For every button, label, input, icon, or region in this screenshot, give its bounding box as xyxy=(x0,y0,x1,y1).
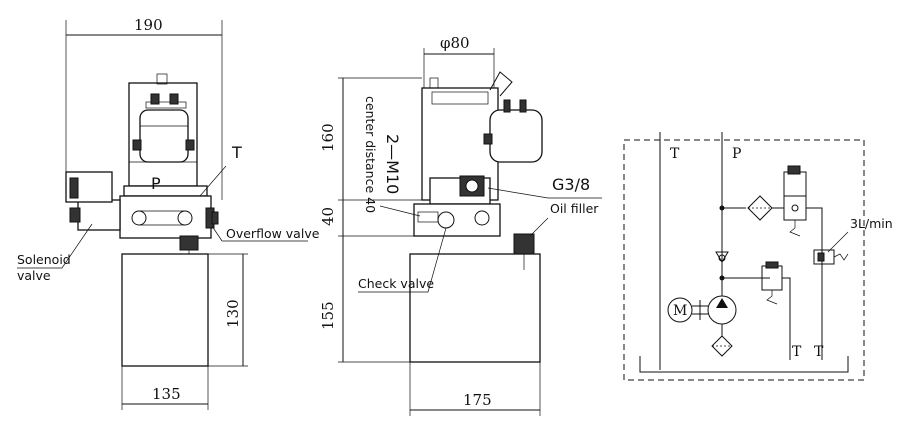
label-overflow-valve: Overflow valve xyxy=(226,226,320,241)
solenoid-nut xyxy=(69,207,81,223)
label-port-size: G3/8 xyxy=(552,175,590,194)
label-t: T xyxy=(231,143,242,162)
pump-arrow xyxy=(716,298,728,308)
leader-check xyxy=(358,227,447,293)
schematic-motor: M xyxy=(673,303,687,319)
relief-return xyxy=(782,277,791,360)
overflow-valve-screw xyxy=(211,211,219,225)
relay-side xyxy=(489,109,543,163)
leader-solenoid xyxy=(17,223,93,269)
motor-top-band xyxy=(431,91,489,105)
check-ball xyxy=(718,254,726,262)
motor-stud-side xyxy=(429,77,439,89)
tank-front xyxy=(121,253,209,367)
leader-overflow xyxy=(211,225,308,242)
dim-160-text: 160 xyxy=(319,123,337,152)
label-solenoid-2: valve xyxy=(17,268,51,283)
schematic-t-bottom-1: T xyxy=(792,344,802,360)
return-line-right xyxy=(806,207,823,360)
front-view: 190 130 xyxy=(17,16,320,410)
label-bolts: 2—M10 xyxy=(383,134,402,194)
flow-valve-inner xyxy=(817,252,825,262)
valve-block xyxy=(119,195,212,239)
solenoid-valve-body xyxy=(77,199,121,231)
relay-body xyxy=(139,109,189,163)
dim-80-text: φ80 xyxy=(440,34,470,52)
label-p: P xyxy=(151,174,161,193)
filler-cap-side xyxy=(513,233,535,255)
terminal-left xyxy=(150,93,160,105)
suction-filter xyxy=(711,335,733,357)
relay-handle xyxy=(489,71,513,97)
bolt-hole xyxy=(417,211,439,223)
label-check-valve: Check valve xyxy=(358,276,434,291)
valve-block-side xyxy=(413,203,501,237)
leader-flow xyxy=(827,231,849,253)
terminal-strip xyxy=(145,101,187,109)
side-view: φ80 160 40 155 2—M10 ce xyxy=(319,34,602,416)
relay-clip-side xyxy=(483,133,493,145)
label-solenoid-1: Solenoid xyxy=(17,252,71,267)
filter-symbol xyxy=(747,195,773,221)
flow-spring xyxy=(833,253,849,261)
motor-stud xyxy=(156,73,168,85)
relief-spring xyxy=(766,290,778,305)
valve-spring xyxy=(789,220,801,237)
label-center-distance: center distance 40 xyxy=(363,96,378,213)
relay-terminal-2 xyxy=(519,99,527,113)
leader-filler xyxy=(529,217,549,237)
schematic-t-left: T xyxy=(670,146,680,162)
relay-clip-left xyxy=(132,139,142,151)
leader-bolts xyxy=(379,205,421,217)
hydraulic-schematic: T P T T M xyxy=(623,132,893,381)
filler-cap-front xyxy=(179,235,199,251)
label-oil-filler: Oil filler xyxy=(550,201,599,216)
solenoid-actuator xyxy=(787,165,801,175)
tank-side xyxy=(409,253,541,363)
dim-175-text: 175 xyxy=(463,391,492,409)
dim-130-text: 130 xyxy=(224,299,242,328)
dim-135-text: 135 xyxy=(152,385,181,403)
schematic-flow-rate: 3L/min xyxy=(850,216,893,231)
dim-155-text: 155 xyxy=(319,301,337,330)
check-in-valve xyxy=(791,204,799,212)
dim-40-text: 40 xyxy=(319,207,337,226)
relief-cap xyxy=(765,261,779,269)
solenoid-connector xyxy=(69,177,79,199)
pressure-port-hole xyxy=(465,179,479,193)
leader-t xyxy=(199,165,227,197)
block-passage xyxy=(139,210,185,226)
terminal-right xyxy=(169,93,179,105)
solenoid-valve-box-1 xyxy=(783,195,807,221)
dim-190-text: 190 xyxy=(134,16,163,34)
relay-terminal-1 xyxy=(503,99,511,113)
block-bolt xyxy=(474,210,490,226)
adapter-plate xyxy=(123,185,208,197)
solenoid-valve-box-2 xyxy=(783,171,807,197)
leader-port xyxy=(487,187,602,199)
schematic-p: P xyxy=(732,146,741,162)
reservoir xyxy=(639,356,849,373)
relay-clip-right xyxy=(185,139,195,151)
schematic-border xyxy=(623,139,865,381)
motor-circle xyxy=(667,297,693,323)
schematic-t-bottom-2: T xyxy=(814,344,824,360)
